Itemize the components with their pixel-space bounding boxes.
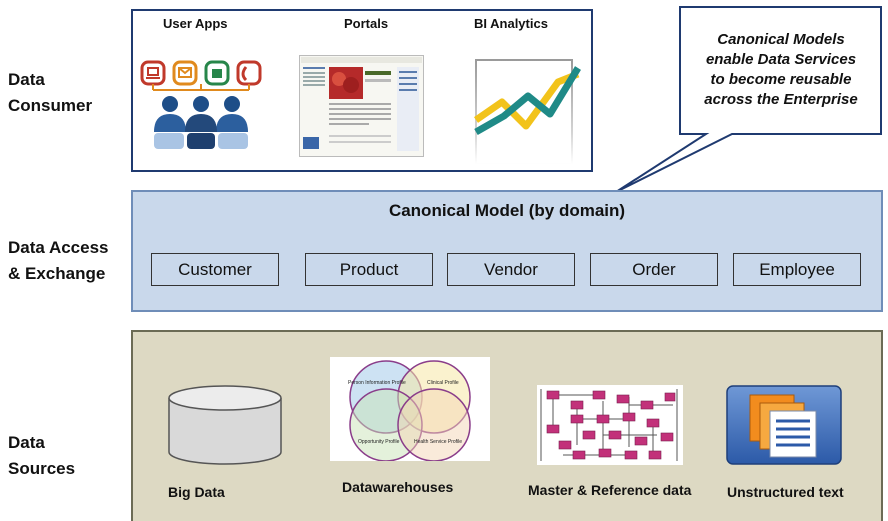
entity-product: Product bbox=[305, 253, 433, 286]
column-title-portals: Portals bbox=[344, 16, 389, 31]
layer-label-access: Data Access & Exchange bbox=[8, 238, 109, 283]
entity-vendor: Vendor bbox=[447, 253, 575, 286]
venn-label-clinical: Clinical Profile bbox=[427, 380, 459, 386]
people-icon bbox=[154, 96, 248, 149]
canonical-model-panel bbox=[131, 190, 883, 312]
layer-label-consumer: Data Consumer bbox=[8, 70, 93, 115]
venn-diagram: Person Information Profile Clinical Prof… bbox=[330, 357, 490, 461]
line-chart-icon bbox=[474, 59, 581, 165]
database-cylinder-icon bbox=[168, 385, 282, 465]
source-label-big-data: Big Data bbox=[168, 484, 225, 500]
portal-screenshot bbox=[299, 55, 424, 157]
connector-lines bbox=[152, 84, 250, 91]
entity-employee: Employee bbox=[733, 253, 861, 286]
user-apps-illustration bbox=[140, 60, 262, 149]
venn-label-opportunity: Opportunity Profile bbox=[358, 439, 400, 445]
venn-label-health: Health Service Profile bbox=[414, 439, 462, 445]
callout-bubble bbox=[615, 6, 882, 193]
entity-order: Order bbox=[590, 253, 718, 286]
canonical-model-title: Canonical Model (by domain) bbox=[388, 201, 626, 220]
column-title-user-apps: User Apps bbox=[163, 16, 228, 31]
source-label-master-reference: Master & Reference data bbox=[528, 482, 692, 498]
column-title-bi-analytics: BI Analytics bbox=[474, 16, 548, 31]
callout-text: Canonical Models enable Data Services to… bbox=[704, 31, 858, 108]
envelope-icon bbox=[172, 60, 198, 86]
source-label-datawarehouses: Datawarehouses bbox=[342, 479, 454, 495]
source-label-unstructured-text: Unstructured text bbox=[727, 484, 844, 500]
documents-icon bbox=[726, 385, 842, 465]
layer-label-sources: Data Sources bbox=[8, 433, 76, 478]
entity-customer: Customer bbox=[151, 253, 279, 286]
handset-icon bbox=[236, 60, 262, 86]
venn-label-person: Person Information Profile bbox=[348, 380, 406, 386]
phone-icon bbox=[204, 60, 230, 86]
laptop-icon bbox=[140, 60, 166, 86]
entity-diagram bbox=[537, 385, 683, 465]
